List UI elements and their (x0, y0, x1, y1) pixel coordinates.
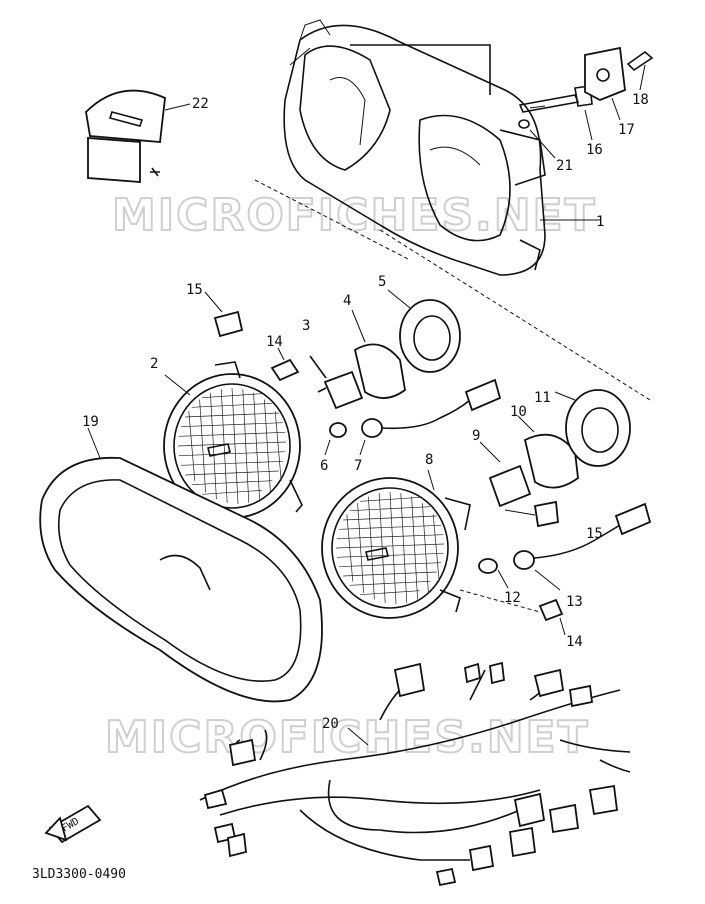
callout-c19: 19 (82, 414, 99, 430)
part-21-oring (518, 119, 556, 159)
part-13-socket-wire (513, 502, 652, 591)
lens-line (199, 399, 206, 493)
callout-c18: 18 (632, 92, 649, 108)
lens-line (336, 552, 444, 558)
part-7-socket-wire (359, 378, 502, 456)
lens-line (181, 460, 283, 466)
lens-line (343, 571, 437, 577)
lens-line (191, 402, 273, 408)
callout-c14a: 14 (266, 334, 283, 350)
callout-c7: 7 (354, 458, 362, 474)
lens-line (185, 470, 279, 476)
lens-line (349, 506, 431, 512)
part-11-cover (554, 389, 631, 467)
callout-c15a: 15 (186, 282, 203, 298)
fwd-arrow-icon: FWD (44, 804, 102, 844)
lens-line (360, 590, 420, 596)
lens-line (349, 580, 431, 586)
lens-line (346, 514, 354, 582)
part-15-lower-socket (504, 500, 559, 528)
lens-line (343, 515, 437, 521)
part-8-right-headlight (321, 469, 471, 619)
part-1-housing (283, 19, 600, 276)
lens-line (389, 491, 397, 605)
left-lens-grid (177, 387, 287, 505)
part-18-bolt (626, 50, 654, 91)
part-15-upper-socket (204, 291, 244, 338)
lens-line (178, 431, 286, 437)
part-5-cover (387, 289, 461, 373)
lens-line (177, 441, 287, 447)
callout-c10: 10 (510, 404, 527, 420)
lens-line (220, 389, 228, 503)
part-20-harness (199, 661, 631, 887)
callout-c17: 17 (618, 122, 635, 138)
callout-c5: 5 (378, 274, 386, 290)
watermark-top: MICROFICHES.NET (112, 190, 597, 241)
lens-line (368, 496, 375, 600)
callout-c9: 9 (472, 428, 480, 444)
lens-line (231, 387, 239, 505)
lens-line (188, 411, 196, 481)
lens-line (242, 389, 250, 503)
part-14-upper-bulb (270, 347, 300, 382)
lens-line (264, 399, 271, 493)
part-2-left-headlight (163, 361, 303, 519)
part-4-socket-ring (351, 309, 406, 399)
lens-line (335, 543, 445, 549)
lens-line (360, 496, 420, 502)
lens-line (339, 524, 441, 530)
callout-c15b: 15 (586, 526, 603, 542)
part-22-cover (85, 89, 191, 183)
part-6-small-bulb (324, 422, 347, 456)
part-10-socket-ring (517, 415, 579, 489)
part-17-bracket (584, 46, 626, 121)
callout-c8: 8 (425, 452, 433, 468)
lens-line (339, 562, 441, 568)
lens-line (191, 480, 273, 486)
part-14-lower-bulb (538, 598, 566, 636)
callout-c14b: 14 (566, 634, 583, 650)
callout-c13: 13 (566, 594, 583, 610)
callout-c2: 2 (150, 356, 158, 372)
callout-c6: 6 (320, 458, 328, 474)
part-9-bulb (479, 441, 532, 508)
lens-line (185, 412, 279, 418)
lens-line (202, 489, 262, 495)
lens-line (210, 392, 217, 500)
callout-c11: 11 (534, 390, 551, 406)
callout-c4: 4 (343, 293, 351, 309)
lens-line (357, 503, 364, 593)
lens-line (181, 422, 283, 428)
lens-line (400, 493, 408, 603)
callout-c21: 21 (556, 158, 573, 174)
watermark-bottom: MICROFICHES.NET (105, 712, 590, 763)
part-12-small-bulb (478, 558, 509, 589)
part-19-bezel (39, 427, 323, 703)
lens-line (178, 451, 286, 457)
callout-c3: 3 (302, 318, 310, 334)
part-3-bulb (309, 355, 364, 410)
lens-line (202, 393, 262, 399)
callout-c16: 16 (586, 142, 603, 158)
drawing-code: 3LD3300-0490 (32, 867, 126, 882)
callout-c20: 20 (322, 716, 339, 732)
right-lens-grid (335, 491, 445, 605)
callout-c22: 22 (192, 96, 209, 112)
lens-line (336, 534, 444, 540)
callout-c12: 12 (504, 590, 521, 606)
lens-line (422, 503, 429, 593)
callout-c1: 1 (596, 214, 604, 230)
